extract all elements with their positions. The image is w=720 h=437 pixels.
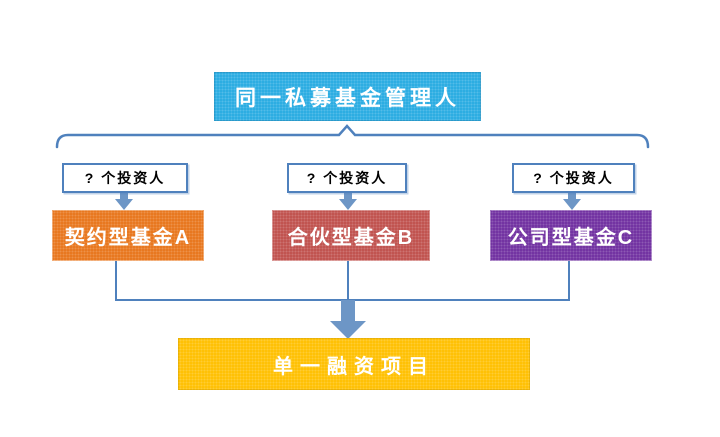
investor-count-box: ? 个投资人 [287,163,407,193]
brace-connector [55,124,650,149]
merge-arrow-icon [330,300,366,339]
project-box: 单一融资项目 [178,338,530,390]
investor-count-box: ? 个投资人 [62,163,188,193]
down-arrow-icon [563,192,581,210]
fund-box-partnership: 合伙型基金B [272,210,430,261]
down-arrow-icon [339,192,357,210]
merge-connector-line [115,261,570,301]
manager-box: 同一私募基金管理人 [214,72,481,121]
down-arrow-icon [115,192,133,210]
investor-count-box: ? 个投资人 [512,163,635,193]
fund-box-corporate: 公司型基金C [490,210,652,261]
fund-box-contract: 契约型基金A [52,210,204,261]
